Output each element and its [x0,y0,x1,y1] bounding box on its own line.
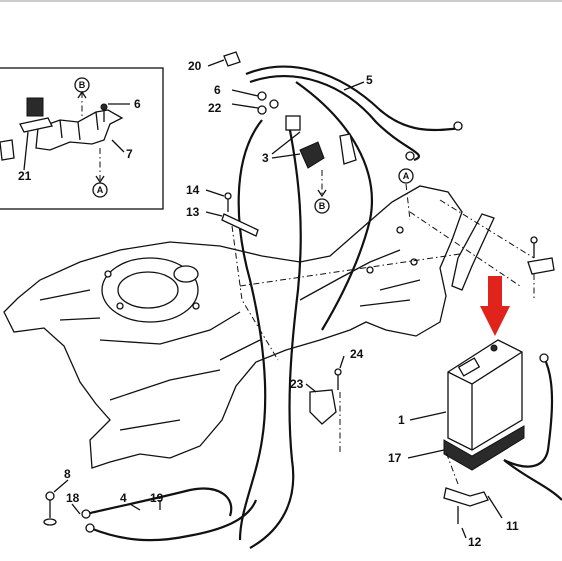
red-down-arrow-icon [480,276,510,336]
inset-marker-b: B [79,80,86,90]
cable-4 [85,487,233,517]
screw-24 [334,368,342,376]
callout-12: 12 [468,535,482,549]
leader-7 [111,139,125,153]
callout-13: 13 [186,205,200,219]
leader-21 [23,131,29,171]
battery-assembly [43,236,562,539]
nut-6 [257,91,267,101]
frame-assembly [3,185,495,469]
callout-18: 18 [66,491,80,505]
callout-3: 3 [262,151,269,165]
cable-strap-13 [221,213,259,237]
upper-hardware [205,51,463,237]
frame-outline [3,185,463,469]
callout-1: 1 [398,413,405,427]
connector-plug [339,133,357,165]
bracket-top-right [527,257,555,275]
battery-cable [503,357,554,468]
alignment-lines [231,199,535,485]
callout-17: 17 [388,451,402,465]
cable-long-left [237,119,267,541]
main-marker-b-circle [314,198,330,214]
battery-pad-17 [443,425,525,471]
callout-6-inset: 6 [134,97,141,111]
clip-19 [223,51,241,67]
main-marker-b: B [319,201,326,211]
nut-8 [45,491,55,501]
cable-20 [89,499,258,542]
callout-7: 7 [126,147,133,161]
washer-18 [43,518,57,526]
relay-3b [299,141,325,169]
callout-6-main: 6 [214,83,221,97]
detail-inset [0,67,164,210]
cable-long-right [249,119,302,549]
relay-3a [285,115,301,131]
clamp-23 [309,389,337,425]
rear-bracket [451,213,495,291]
cable-routing [81,65,463,549]
callout-19: 20 [188,59,202,73]
callout-21: 21 [18,169,32,183]
callout-5: 5 [366,73,373,87]
washer-22 [257,105,267,115]
highlight-arrow [480,276,510,336]
inset-screw-6 [100,103,108,111]
screw-14 [224,192,232,200]
callout-leaders [129,81,447,511]
main-marker-a: A [403,171,410,181]
inset-marker-a: A [97,185,104,195]
callout-22: 22 [208,101,222,115]
cable-5 [245,65,463,132]
callout-23: 23 [290,377,304,391]
hold-down-11 [443,487,489,507]
callout-8: 8 [64,467,71,481]
callout-20: 19 [150,491,164,505]
callout-24: 24 [350,347,364,361]
callout-14: 14 [186,183,200,197]
relay-21-shape [26,97,44,117]
callout-4: 4 [120,491,127,505]
main-marker-a-circle [398,168,414,184]
callout-11: 11 [506,519,519,533]
